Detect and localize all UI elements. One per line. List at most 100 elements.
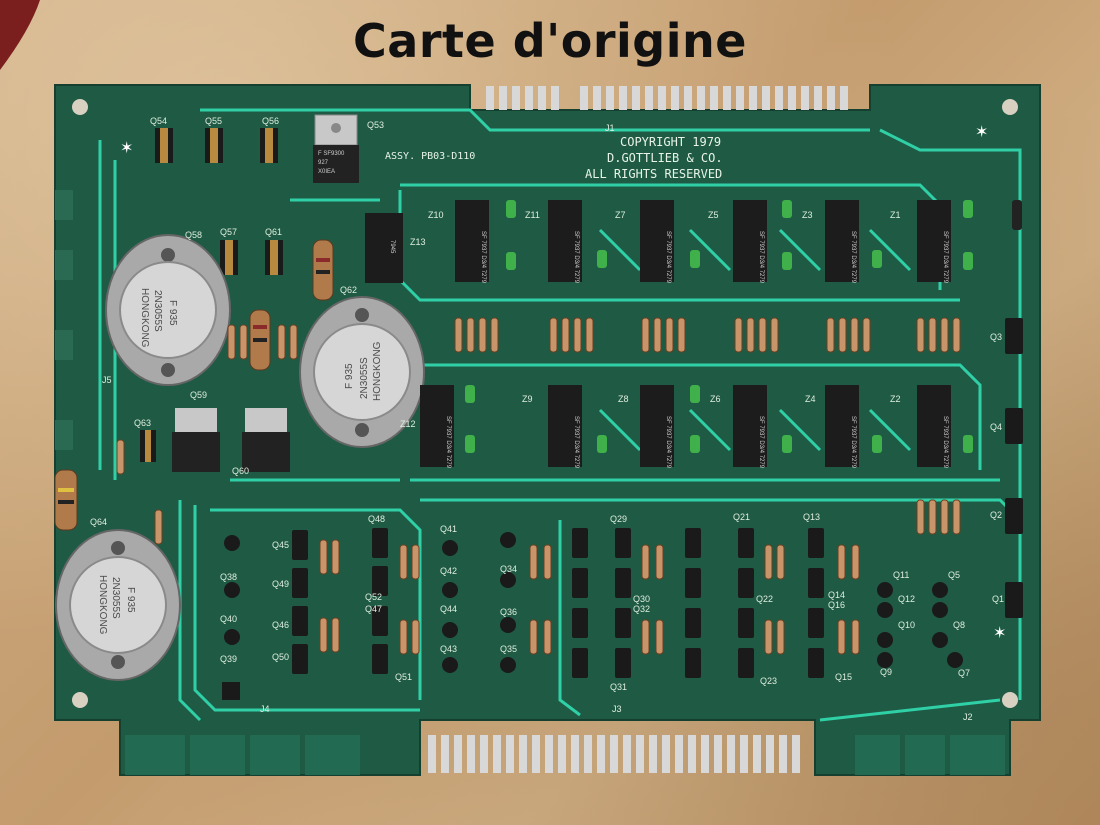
svg-text:Q21: Q21 <box>733 512 750 522</box>
svg-text:Q49: Q49 <box>272 579 289 589</box>
svg-text:Z12: Z12 <box>400 419 416 429</box>
svg-text:Z7: Z7 <box>615 210 626 220</box>
to3-q58: F 935 2N3055S HONGKONG Q58 <box>105 230 231 386</box>
svg-text:SF 7937 D3/4 7279: SF 7937 D3/4 7279 <box>573 416 579 469</box>
svg-text:Q13: Q13 <box>803 512 820 522</box>
to220-q61: Q61 <box>265 227 283 275</box>
svg-text:HONGKONG: HONGKONG <box>139 288 150 348</box>
svg-text:SF 7937 D3/4 7279: SF 7937 D3/4 7279 <box>942 231 948 284</box>
svg-text:2N3055S: 2N3055S <box>359 357 370 399</box>
svg-text:SF 7937 D3/4 7279: SF 7937 D3/4 7279 <box>445 416 451 469</box>
svg-text:Z1: Z1 <box>890 210 901 220</box>
svg-text:Q11: Q11 <box>893 570 909 580</box>
svg-text:SF 7937 D3/4 7279: SF 7937 D3/4 7279 <box>573 231 579 284</box>
photo-caption: Carte d'origine <box>353 14 747 68</box>
svg-text:Q15: Q15 <box>835 672 852 682</box>
ic-z8: SF 7937 D3/4 7279 Z8 <box>618 385 674 469</box>
svg-text:SF 7937 D3/4 7279: SF 7937 D3/4 7279 <box>758 231 764 284</box>
svg-text:SF 7937 D3/4 7279: SF 7937 D3/4 7279 <box>942 416 948 469</box>
svg-text:Q48: Q48 <box>368 514 385 524</box>
svg-text:Q22: Q22 <box>756 594 773 604</box>
svg-text:Z3: Z3 <box>802 210 813 220</box>
svg-text:Q5: Q5 <box>948 570 960 580</box>
svg-text:Q9: Q9 <box>880 667 892 677</box>
svg-text:✶: ✶ <box>120 138 133 157</box>
ic-z9: SF 7937 D3/4 7279 Z9 <box>522 385 582 469</box>
svg-text:Q63: Q63 <box>134 418 151 428</box>
svg-text:Q55: Q55 <box>205 116 222 126</box>
svg-text:Q1: Q1 <box>992 594 1004 604</box>
svg-text:Q12: Q12 <box>898 594 915 604</box>
svg-text:Q36: Q36 <box>500 607 517 617</box>
svg-text:Q29: Q29 <box>610 514 627 524</box>
j3-label: J3 <box>612 704 622 714</box>
svg-text:Q54: Q54 <box>150 116 167 126</box>
svg-text:Q4: Q4 <box>990 422 1002 432</box>
ic-row-top: SF 7937 D3/4 7279 Z10 SF 7937 D3/4 7279 Z1… <box>428 200 951 284</box>
svg-text:Q35: Q35 <box>500 644 517 654</box>
copyright-line3: ALL RIGHTS RESERVED <box>585 167 722 181</box>
svg-text:Q31: Q31 <box>610 682 627 692</box>
svg-text:Q44: Q44 <box>440 604 457 614</box>
svg-text:Q46: Q46 <box>272 620 289 630</box>
svg-text:Q50: Q50 <box>272 652 289 662</box>
svg-text:Z8: Z8 <box>618 394 629 404</box>
to220-q60: Q60 <box>232 408 290 476</box>
svg-text:Q53: Q53 <box>367 120 384 130</box>
svg-text:Z10: Z10 <box>428 210 444 220</box>
diodes <box>465 200 1022 453</box>
svg-text:Q32: Q32 <box>633 604 650 614</box>
edge-connector-top <box>486 86 848 110</box>
copyright-line2: D.GOTTLIEB & CO. <box>607 151 723 165</box>
svg-text:HONGKONG: HONGKONG <box>372 341 383 401</box>
svg-text:SF 7937 D3/4 7279: SF 7937 D3/4 7279 <box>758 416 764 469</box>
svg-text:F SF9300: F SF9300 <box>318 151 345 157</box>
ic-z12: SF 7937 D3/4 7279 Z12 <box>400 385 454 469</box>
to220-q59: Q59 <box>172 390 220 472</box>
copyright-line1: COPYRIGHT 1979 <box>620 135 721 149</box>
svg-text:Q14: Q14 <box>828 590 845 600</box>
to220-q55: Q55 <box>205 116 223 163</box>
svg-text:SF 7937 D3/4 7279: SF 7937 D3/4 7279 <box>665 231 671 284</box>
svg-text:Q41: Q41 <box>440 524 457 534</box>
svg-text:Q30: Q30 <box>633 594 650 604</box>
red-paper-fragment <box>0 0 40 70</box>
j2-label: J2 <box>963 712 973 722</box>
svg-text:Z9: Z9 <box>522 394 533 404</box>
svg-text:Q61: Q61 <box>265 227 282 237</box>
svg-text:✶: ✶ <box>993 623 1006 642</box>
svg-text:Q60: Q60 <box>232 466 249 476</box>
svg-text:7945: 7945 <box>389 240 395 254</box>
svg-text:Q59: Q59 <box>190 390 207 400</box>
edge-connector-bottom <box>428 735 800 773</box>
svg-text:Q23: Q23 <box>760 676 777 686</box>
to220-q54: Q54 <box>150 116 173 163</box>
svg-text:Q58: Q58 <box>185 230 202 240</box>
svg-text:SF 7937 D3/4 7279: SF 7937 D3/4 7279 <box>665 416 671 469</box>
svg-text:Q40: Q40 <box>220 614 237 624</box>
svg-text:X0IEA: X0IEA <box>318 169 335 175</box>
to220-q57: Q57 <box>220 227 238 275</box>
svg-text:Q52: Q52 <box>365 592 382 602</box>
svg-text:SF 7937 D3/4 7279: SF 7937 D3/4 7279 <box>850 416 856 469</box>
svg-text:Q62: Q62 <box>340 285 357 295</box>
svg-text:Q45: Q45 <box>272 540 289 550</box>
svg-text:2N3055S: 2N3055S <box>110 577 121 619</box>
svg-text:HONGKONG: HONGKONG <box>97 575 108 635</box>
svg-text:2N3055S: 2N3055S <box>152 290 163 332</box>
small-transistors <box>222 318 1023 700</box>
copper-traces <box>98 108 1022 722</box>
svg-text:Z11: Z11 <box>525 210 540 220</box>
ic-z1: SF 7937 D3/4 7279 Z1 <box>890 200 951 284</box>
svg-text:Q51: Q51 <box>395 672 412 682</box>
svg-text:Q2: Q2 <box>990 510 1002 520</box>
svg-text:Q38: Q38 <box>220 572 237 582</box>
svg-text:✶: ✶ <box>975 122 988 141</box>
svg-text:Q56: Q56 <box>262 116 279 126</box>
svg-text:Q10: Q10 <box>898 620 915 630</box>
